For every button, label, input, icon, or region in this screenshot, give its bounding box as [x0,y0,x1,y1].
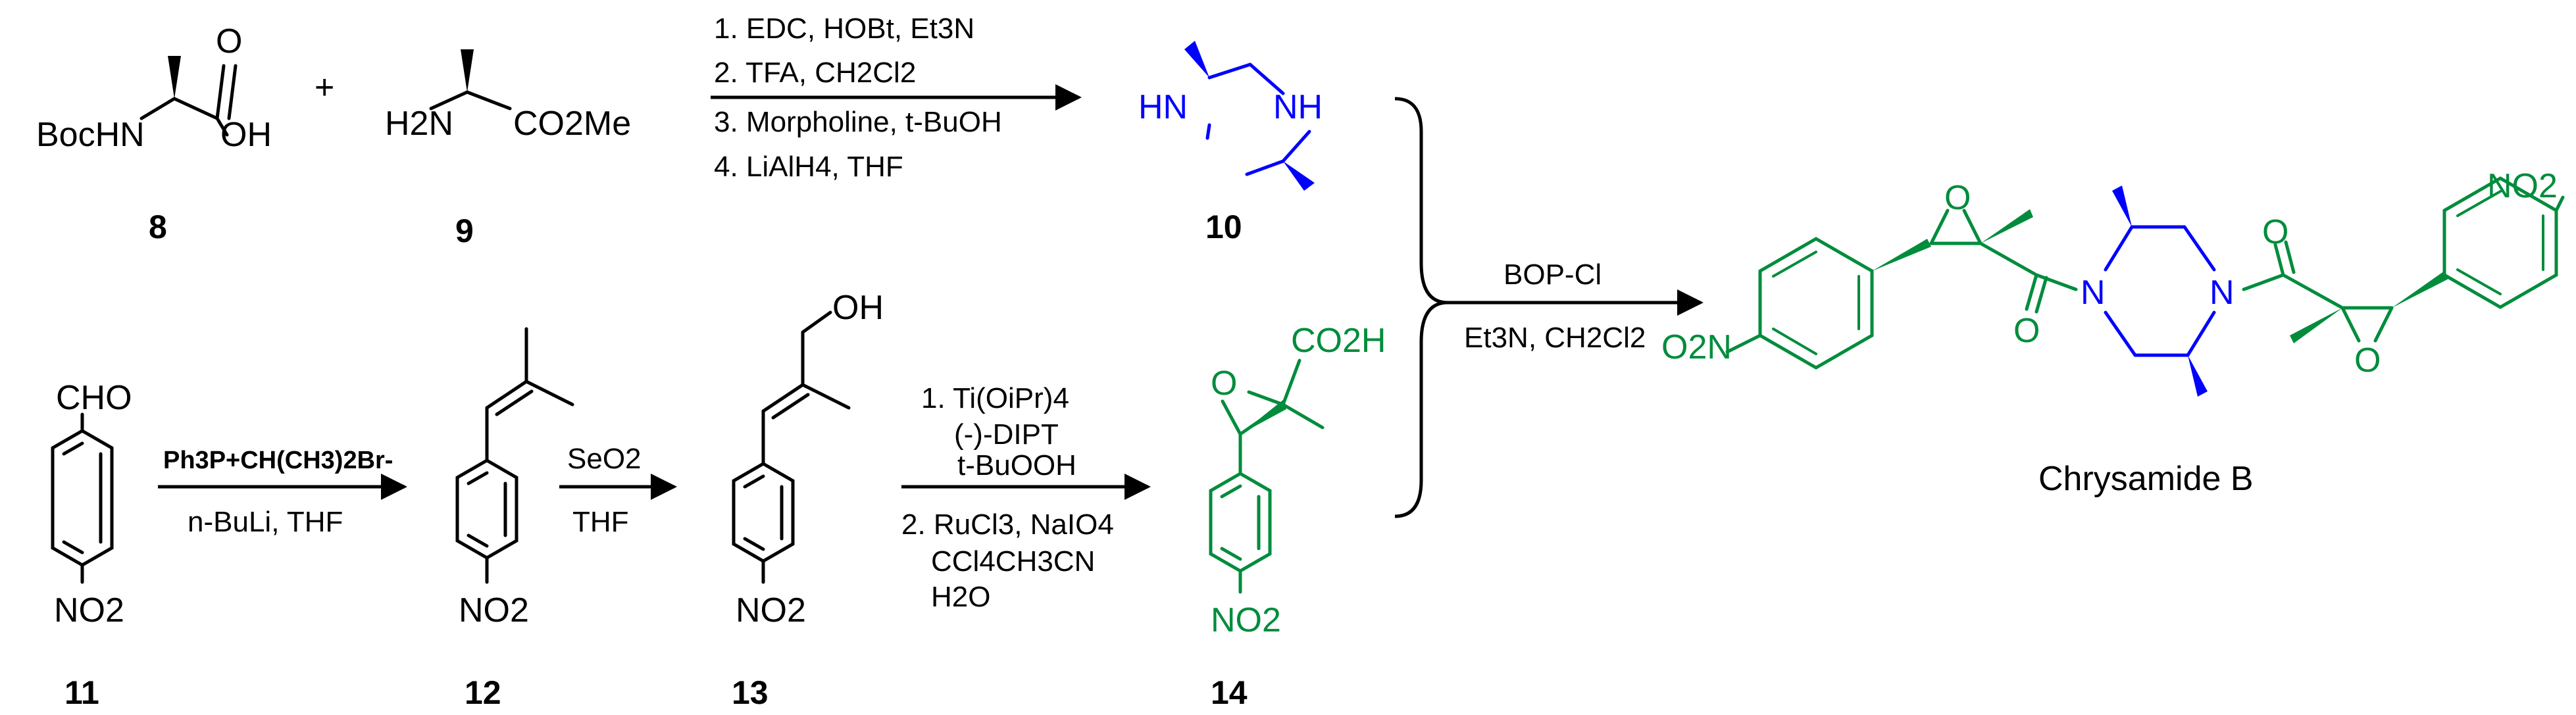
reagent-1-step-2: 2. TFA, CH2Cl2 [714,57,916,89]
no2-label-12: NO2 [459,591,529,629]
reagent-4-diptl: (-)-DIPT [954,418,1059,451]
compound-11 [51,412,114,584]
h2n-label: H2N [385,105,453,143]
epoxide-o-label-14: O [1211,364,1237,403]
amide-o-label-right: O [2262,213,2288,251]
boc-hn-label: BocHN [36,116,145,154]
no2-label-product: NO2 [2487,167,2558,205]
compound-number-12: 12 [465,674,501,711]
reagent-5-above: BOP-Cl [1503,259,1602,291]
reagent-5-below: Et3N, CH2Cl2 [1464,322,1646,354]
reagent-2-above: Ph3P+CH(CH3)2Br- [163,447,393,474]
compound-10 [1184,41,1315,191]
reagent-1-step-3: 3. Morpholine, t-BuOH [714,106,1002,138]
compound-number-14: 14 [1211,674,1248,711]
stereo-wedge-14 [1240,400,1286,434]
reagent-4-step-1: 1. Ti(OiPr)4 [921,382,1069,414]
piperazine-n-left: N [2081,274,2106,312]
reagent-2-below: n-BuLi, THF [188,506,343,538]
hn-label: HN [1138,88,1188,126]
epoxide-o-label-right: O [2354,341,2381,380]
o2n-label-product: O2N [1661,328,1732,366]
reagent-4-tbuooh: t-BuOOH [957,449,1076,481]
co2h-label: CO2H [1291,322,1386,360]
o-label-8: O [216,22,242,61]
piperazine-n-right: N [2210,274,2235,312]
compound-number-8: 8 [149,209,167,245]
reagent-1-step-1: 1. EDC, HOBt, Et3N [714,12,974,45]
oh-label-8: OH [220,116,272,154]
compound-number-10: 10 [1205,209,1242,245]
epoxide-o-label-left: O [1944,179,1971,217]
compound-8 [139,56,238,137]
compound-number-9: 9 [455,212,474,249]
co2me-label: CO2Me [513,105,631,143]
amide-o-label-left: O [2013,312,2040,350]
reagent-1-step-4: 4. LiAlH4, THF [714,151,903,183]
compound-12 [455,327,574,584]
convergence-brace [1394,97,1448,518]
no2-label-13: NO2 [736,591,806,629]
cho-label: CHO [56,379,132,417]
compound-number-13: 13 [732,674,769,711]
reagent-4-solvent: CCl4CH3CN [931,545,1095,578]
plus-sign: + [315,68,334,107]
compound-13 [732,310,851,584]
oh-label-13: OH [832,289,884,327]
reagent-3-above: SeO2 [567,443,642,475]
nh-label: NH [1273,88,1323,126]
chrysamide-b-structure [1725,176,2565,397]
reagent-4-step-2: 2. RuCl3, NaIO4 [901,508,1114,541]
reagent-4-water: H2O [931,581,990,613]
chrysamide-b-name: Chrysamide B [2038,460,2254,498]
no2-label-14: NO2 [1211,601,1281,639]
no2-label-11: NO2 [54,591,124,629]
compound-9 [429,49,512,111]
reagent-3-below: THF [572,506,629,538]
compound-number-11: 11 [64,674,99,711]
